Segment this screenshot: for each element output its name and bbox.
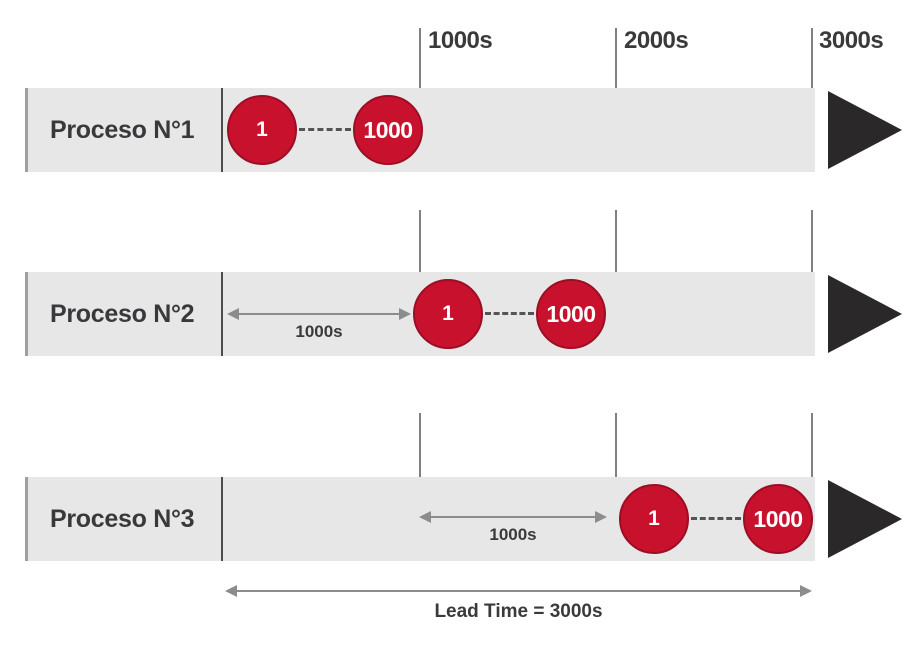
arrowhead-left-icon (419, 511, 431, 523)
bar-divider (221, 272, 223, 356)
timeline-tick-2000s-mid2 (615, 413, 617, 477)
bar-divider (221, 477, 223, 561)
wait-time-label: 1000s (489, 525, 537, 544)
timeline-tick-3000s-mid1 (811, 210, 813, 272)
timeline-tick-label-3000s: 3000s (819, 27, 884, 54)
lead-time-arrow (225, 584, 812, 598)
wait-time-arrow (227, 307, 411, 321)
arrowhead-right-icon (800, 585, 812, 597)
batch-start-circle: 1 (227, 95, 297, 165)
batch-range-dash (691, 517, 741, 520)
timeline-tick-2000s (615, 28, 617, 88)
bar-left-edge (25, 477, 28, 561)
bar-left-edge (25, 88, 28, 172)
timeline-tick-1000s-mid2 (419, 413, 421, 477)
wait-time-label: 1000s (295, 322, 343, 341)
arrowhead-right-icon (595, 511, 607, 523)
process-row-1: Proceso N°1 1 1000 (0, 88, 909, 172)
batch-end-circle: 1000 (743, 484, 813, 554)
timeline-tick-1000s (419, 28, 421, 88)
forward-arrow-icon (828, 91, 902, 169)
lead-time-label: Lead Time = 3000s (434, 601, 603, 622)
timeline-tick-label-1000s: 1000s (428, 27, 493, 54)
arrowhead-left-icon (225, 585, 237, 597)
timeline-tick-2000s-mid1 (615, 210, 617, 272)
batch-range-dash (299, 128, 351, 131)
bar-divider (221, 88, 223, 172)
timeline-tick-label-2000s: 2000s (624, 27, 689, 54)
timeline-tick-3000s-mid2 (811, 413, 813, 477)
forward-arrow-icon (828, 275, 902, 353)
bar-left-edge (25, 272, 28, 356)
process-label: Proceso N°2 (50, 299, 195, 328)
batch-end-circle: 1000 (536, 279, 606, 349)
process-row-2: Proceso N°2 1000s 1 1000 (0, 272, 909, 356)
process-label: Proceso N°1 (50, 115, 195, 144)
forward-arrow-icon (828, 480, 902, 558)
batch-start-circle: 1 (619, 484, 689, 554)
process-label: Proceso N°3 (50, 504, 195, 533)
batch-start-circle: 1 (413, 279, 483, 349)
process-row-3: Proceso N°3 1000s 1 1000 (0, 477, 909, 561)
arrowhead-left-icon (227, 308, 239, 320)
batch-range-dash (485, 312, 534, 315)
batch-end-circle: 1000 (353, 95, 423, 165)
arrowhead-right-icon (399, 308, 411, 320)
timeline-tick-3000s (811, 28, 813, 88)
wait-time-arrow (419, 510, 607, 524)
timeline-tick-1000s-mid1 (419, 210, 421, 272)
